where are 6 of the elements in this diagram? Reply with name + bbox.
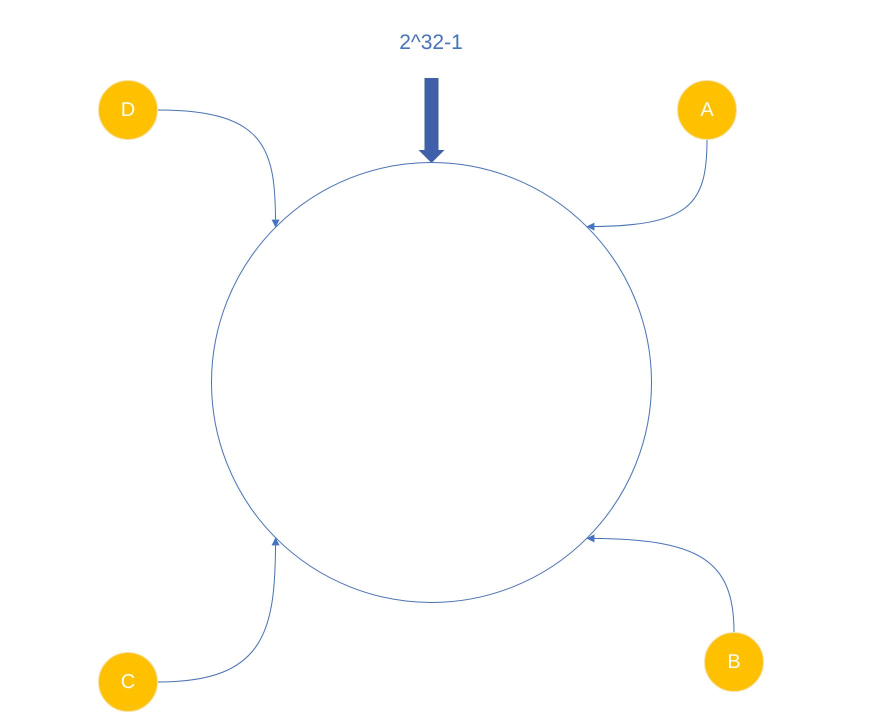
arrow [158, 537, 280, 682]
arrow [586, 140, 708, 230]
arrow [418, 78, 444, 163]
arrow [586, 534, 734, 632]
value-label: 2^32-1 [399, 30, 463, 56]
arrow [158, 110, 280, 228]
